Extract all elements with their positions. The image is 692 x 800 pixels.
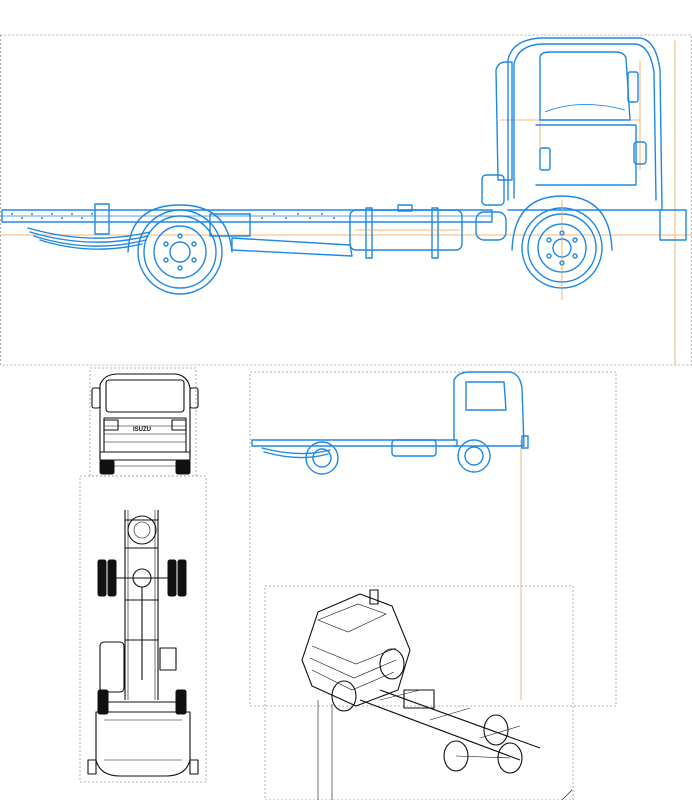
rear-fender-arch	[127, 204, 233, 253]
rear-tire-left-outer	[97, 559, 107, 597]
rear-tire	[137, 209, 223, 295]
air-tank	[475, 211, 507, 241]
iso-windshield	[317, 603, 387, 633]
door-handle	[539, 147, 551, 171]
mirror-right	[189, 387, 199, 409]
rear-tire-left-inner	[107, 559, 117, 597]
crossmember-bracket	[209, 213, 251, 237]
iso-frame-rail	[359, 699, 521, 761]
iso-view-frame	[264, 585, 574, 800]
front-bumper	[521, 435, 529, 449]
grille	[103, 417, 187, 453]
window-sweep	[544, 104, 626, 113]
small-side-frame	[249, 371, 617, 707]
cab-inner-outline	[513, 43, 657, 201]
tank-strap	[365, 207, 373, 259]
mirror-left	[87, 759, 97, 775]
front-elevation: ISUZU	[89, 367, 199, 477]
leaf-spring	[33, 235, 147, 247]
side-view-frame	[0, 34, 692, 366]
spare-tire	[127, 515, 157, 545]
iso-fuel-tank	[403, 689, 435, 709]
front-bumper	[659, 209, 687, 241]
rear-suspension	[27, 203, 251, 250]
projection-line	[561, 789, 573, 800]
mirror-right	[189, 759, 199, 775]
drive-shaft	[231, 237, 353, 257]
leaf-spring	[27, 227, 151, 239]
iso-front-tire-right	[379, 648, 405, 680]
leaf-spring	[261, 447, 331, 455]
front-tire-left	[99, 459, 115, 475]
front-tire	[457, 439, 491, 473]
iso-rear-tire-right-dual	[497, 742, 523, 774]
isometric-view	[264, 585, 574, 800]
front-fender-arch	[511, 195, 613, 251]
iso-front-tire-left	[331, 680, 357, 712]
battery-box	[159, 647, 177, 671]
headlamp-left	[103, 419, 119, 431]
rear-tire-right-inner	[167, 559, 177, 597]
fuel-tank	[349, 204, 463, 259]
front-wheel	[511, 195, 613, 300]
iso-cab-outline	[301, 593, 411, 707]
headlamp-right	[171, 419, 187, 431]
cab-outline	[507, 37, 663, 211]
front-tire-right	[175, 689, 187, 715]
door-window	[465, 381, 507, 411]
cab-outline	[453, 371, 525, 447]
front-tire-right	[175, 459, 191, 475]
front-lug-nuts	[546, 230, 578, 266]
door-window	[539, 51, 631, 121]
mirror-bracket	[633, 141, 647, 165]
rear-tire	[305, 441, 339, 475]
air-intake-snorkel	[495, 61, 513, 181]
front-tire-left	[97, 689, 109, 715]
top-plan	[79, 475, 207, 783]
rear-tire-inner	[143, 215, 217, 289]
leaf-spring	[39, 239, 143, 250]
cab-roof	[95, 711, 191, 777]
side-elevation-large	[0, 34, 692, 366]
cab-front-outline	[99, 373, 191, 461]
frame-rail	[251, 439, 458, 447]
iso-frame-rail	[379, 689, 541, 749]
iso-rear-axle	[455, 755, 511, 759]
fuel-tank	[99, 641, 125, 693]
cab	[481, 37, 687, 241]
fuel-tank	[391, 439, 437, 457]
windshield	[105, 379, 185, 413]
side-marker-lamp	[627, 71, 639, 103]
fuel-cap	[397, 204, 413, 212]
iso-mirror	[369, 589, 379, 605]
rear-lug-nuts	[163, 233, 197, 271]
side-elevation-small	[249, 371, 617, 707]
iso-rear-tire-right	[483, 714, 509, 746]
chassis-frame-rail	[1, 209, 493, 223]
rear-rim	[312, 448, 332, 468]
rear-hub	[169, 241, 191, 263]
leaf-spring	[29, 231, 149, 243]
iso-grille-top	[311, 645, 397, 665]
rear-tire-right-outer	[177, 559, 187, 597]
front-view-frame	[89, 367, 197, 477]
rear-rim	[153, 225, 207, 279]
rear-wheel	[127, 204, 233, 295]
fuel-tank-body	[349, 209, 463, 251]
iso-crossmembers	[379, 689, 521, 739]
spring-hanger	[94, 203, 110, 235]
door-panel	[535, 124, 637, 186]
leaf-spring	[263, 451, 329, 459]
front-rim	[464, 446, 484, 466]
mirror-left	[91, 387, 101, 409]
tank-strap	[431, 207, 439, 259]
front-badge: ISUZU	[133, 427, 151, 433]
step-box	[481, 174, 505, 206]
front-bumper	[99, 451, 191, 461]
iso-rear-tire-left	[443, 740, 469, 772]
